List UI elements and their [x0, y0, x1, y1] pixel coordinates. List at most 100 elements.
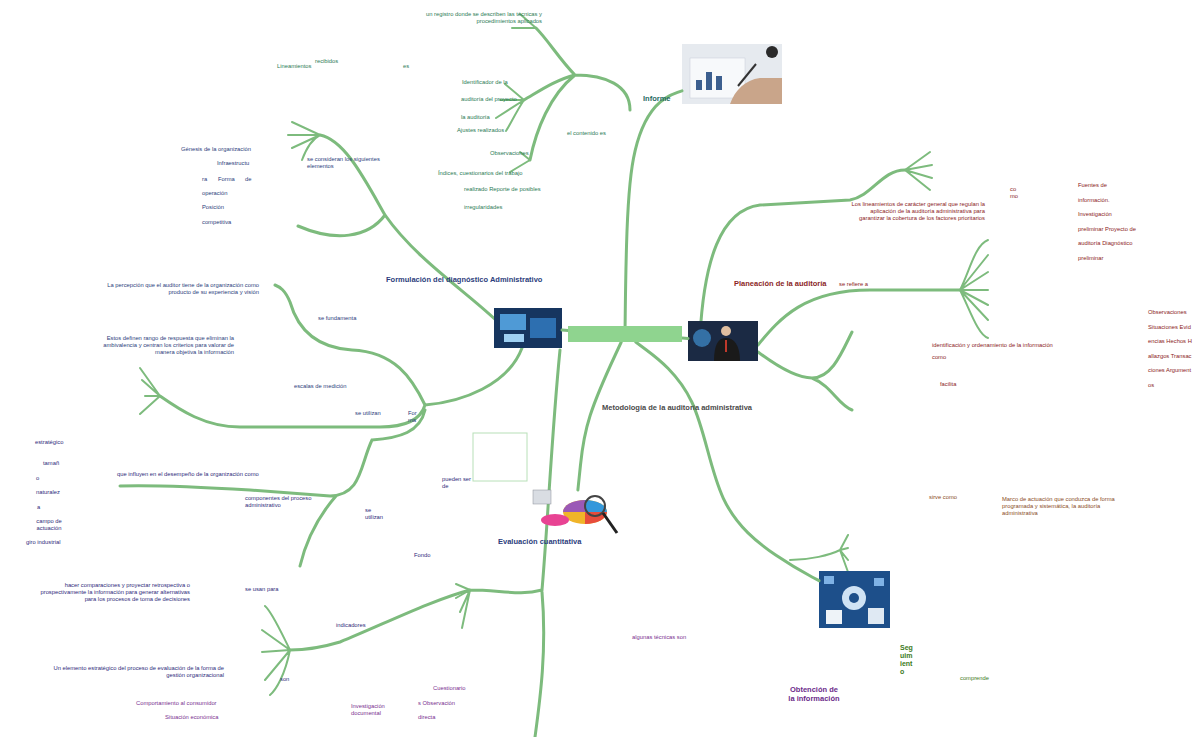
- branch-text: Observaciones Situaciones Evidencias Hec…: [1148, 305, 1192, 392]
- topic-title: Informe: [643, 95, 671, 104]
- branch-text: La percepción que el auditor tiene de la…: [97, 282, 259, 296]
- branch-text: la auditoría: [461, 114, 490, 121]
- art-lens: [585, 496, 605, 516]
- photo-bg: [682, 44, 782, 104]
- branch-text: irregularidades: [464, 204, 502, 211]
- branch-text: hacer comparaciones y proyectar retrospe…: [38, 582, 190, 603]
- branch-text: es: [403, 63, 409, 70]
- photo-tie: [725, 340, 727, 352]
- branch-text: identificación y ordenamiento de la info…: [932, 342, 1053, 349]
- topic-title: Formulación del diagnóstico Administrati…: [386, 276, 542, 285]
- photo-icon: [874, 578, 884, 586]
- branch-text: Comportamiento al consumidor: [136, 700, 217, 707]
- information-photo: [819, 571, 890, 628]
- empty-frame: [473, 433, 527, 481]
- branch-text: tamañ: [43, 460, 59, 467]
- art-handle: [603, 513, 617, 533]
- planning-photo: [688, 321, 758, 361]
- branch-text: ra: [202, 176, 207, 183]
- branch-text: un registro donde se describen las técni…: [416, 11, 542, 25]
- photo-paper: [826, 610, 842, 624]
- branch-text: Seguimiento: [900, 644, 914, 676]
- branch-text: o: [36, 475, 39, 482]
- branch-text: estratégico: [35, 439, 63, 446]
- branch-text: naturalez: [36, 489, 60, 496]
- photo-suit: [714, 338, 740, 361]
- branch-text: Identificador de la: [462, 79, 508, 86]
- branch-text: competitiva: [202, 219, 231, 226]
- photo-screen: [500, 314, 526, 330]
- branch-text: se usan para: [245, 586, 279, 593]
- photo-screen: [530, 318, 556, 338]
- photo-bg: [688, 321, 758, 361]
- branch-topic: Formulación del diagnóstico Administrati…: [494, 308, 562, 348]
- photo-bg: [819, 571, 890, 628]
- topic-title: Evaluación cuantitativa: [498, 538, 581, 547]
- branch-curves: [120, 28, 960, 737]
- branch-fans: [140, 14, 988, 695]
- branch-topic: Evaluación cuantitativa: [533, 490, 618, 535]
- photo-head: [721, 326, 731, 336]
- photo-gear: [842, 586, 866, 610]
- art-bars: [541, 514, 569, 526]
- branch-text: de: [245, 176, 251, 183]
- art-pie: [563, 500, 585, 512]
- branch-text: son: [280, 676, 289, 683]
- branch-text: operación: [202, 190, 227, 197]
- branch-text: Situación económica: [165, 714, 219, 721]
- branch-text: Cuestionario: [433, 685, 466, 692]
- report-photo: [682, 44, 782, 104]
- branch-text: se consideran los siguientes elementos: [307, 156, 393, 170]
- branch-text: recibidos: [315, 58, 338, 65]
- branch-text: Forma: [408, 410, 420, 424]
- branch-text: Infraestructu: [217, 160, 249, 167]
- branch-topic: Obtención de la información: [819, 571, 890, 628]
- photo-icon: [766, 46, 778, 58]
- central-topic: Metodología de la auditoría administrati…: [568, 326, 682, 342]
- branch-text: el contenido es: [567, 130, 606, 137]
- branch-text: se utilizan: [355, 410, 381, 417]
- branch-text: Marco de actuación que conduzca de forma…: [1002, 496, 1122, 517]
- branch-topic: Informe: [682, 44, 782, 104]
- photo-glow: [504, 334, 524, 342]
- branch-text: Índices, cuestionarios del trabajo: [438, 170, 522, 177]
- branch-text: giro industrial: [26, 539, 60, 546]
- branch-connector: [636, 342, 819, 581]
- branch-text: Lineamientos: [277, 63, 311, 70]
- branch-text: Fondo: [414, 552, 430, 559]
- photo-pen: [738, 64, 756, 86]
- branch-text: comprende: [960, 675, 989, 682]
- branch-text: a: [37, 504, 40, 511]
- branch-text: Génesis de la organización: [181, 146, 251, 153]
- branch-text: auditoría del proyecto: [461, 96, 517, 103]
- photo-bg: [494, 308, 562, 348]
- branch-text: s Observación: [418, 700, 455, 707]
- branch-topic: Planeación de la auditoría: [688, 321, 758, 361]
- branch-text: indicadores: [336, 622, 366, 629]
- photo-hand: [730, 78, 782, 104]
- diagnosis-photo: [494, 308, 562, 348]
- branch-text: sirve como: [929, 494, 957, 501]
- branch-text: se refiere a: [839, 281, 869, 288]
- photo-glow: [693, 329, 711, 347]
- topic-title: Obtención de la información: [786, 686, 842, 703]
- branch-text: Investigación documental: [351, 703, 391, 717]
- branch-text: Estos definen rango de respuesta que eli…: [98, 335, 234, 356]
- branch-text: campo de actuación: [34, 518, 64, 532]
- branch-text: como: [932, 354, 946, 361]
- branch-text: Forma: [218, 176, 235, 183]
- branch-text: que influyen en el desempeño de la organ…: [117, 471, 259, 478]
- photo-chart: [696, 72, 722, 90]
- branch-text: Ajustes realizados: [457, 127, 504, 134]
- art-doc: [533, 490, 551, 504]
- photo-paper: [868, 608, 884, 624]
- evaluation-art: [533, 490, 617, 533]
- branch-connector: [682, 337, 688, 340]
- branch-text: como: [1010, 186, 1020, 200]
- branch-text: realizado Reporte de posibles: [464, 186, 541, 193]
- branch-text: facilita: [940, 381, 956, 388]
- branch-text: se fundamenta: [318, 315, 356, 322]
